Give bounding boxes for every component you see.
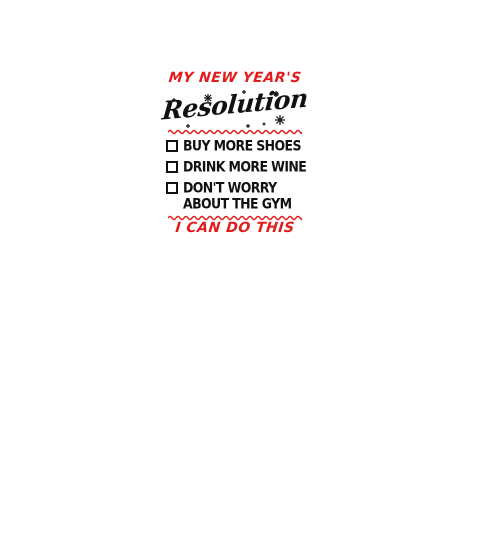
list-item: DON'T WORRY (166, 177, 306, 198)
checkbox-icon (166, 139, 178, 152)
checkbox-icon (166, 160, 178, 173)
checklist: BUY MORE SHOES DRINK MORE WINE DON'T WOR… (166, 135, 307, 198)
checkbox-icon (166, 181, 178, 194)
header-text: MY NEW YEAR'S (167, 70, 303, 86)
footer-text: I CAN DO THIS (174, 220, 296, 236)
list-item-label: DRINK MORE WINE (183, 157, 307, 176)
list-item: BUY MORE SHOES (166, 135, 306, 156)
list-item-label: DON'T WORRY (183, 178, 277, 197)
wave-divider-bottom (168, 215, 302, 221)
resolution-graphic: MY NEW YEAR'S Resolution BUY MORE SHOES (160, 68, 310, 243)
sparkle-stars-icon (172, 90, 285, 128)
list-item: DRINK MORE WINE (166, 156, 307, 177)
list-item-label: BUY MORE SHOES (183, 136, 302, 155)
wave-divider-top (168, 129, 302, 135)
list-item-continuation: ABOUT THE GYM (183, 194, 292, 213)
